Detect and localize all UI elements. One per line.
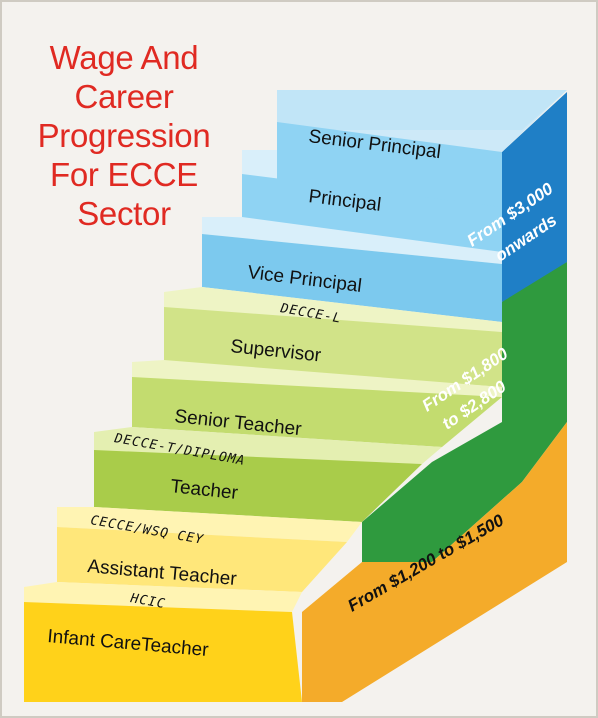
green-side-panel [362,262,567,562]
principal-tread [242,150,277,182]
title-line-4: For ECCE [50,156,198,193]
vice-principal-tread [202,217,502,264]
cecce-tread [57,507,362,542]
senior-teacher-tread [132,360,502,397]
title-line-1: Wage And [49,39,199,76]
infographic-title: Wage And Career Progression For ECCE Sec… [24,38,224,233]
blue-side-panel [502,92,567,302]
senior-principal-top-edge [277,90,567,130]
yellow-side-panel [302,422,567,702]
hcic-tread [24,582,302,612]
senior-teacher-riser [132,377,502,447]
qualification-hcic: HCIC [128,591,166,612]
title-line-5: Sector [77,195,171,232]
teacher-riser [94,450,422,522]
assistant-teacher-riser [57,527,347,592]
vice-principal-riser [202,234,502,322]
infant-care-teacher-riser [24,602,302,702]
decce-l-tread [164,287,502,332]
title-line-2: Career [74,78,174,115]
title-line-3: Progression [37,117,211,154]
principal-riser [242,174,502,260]
